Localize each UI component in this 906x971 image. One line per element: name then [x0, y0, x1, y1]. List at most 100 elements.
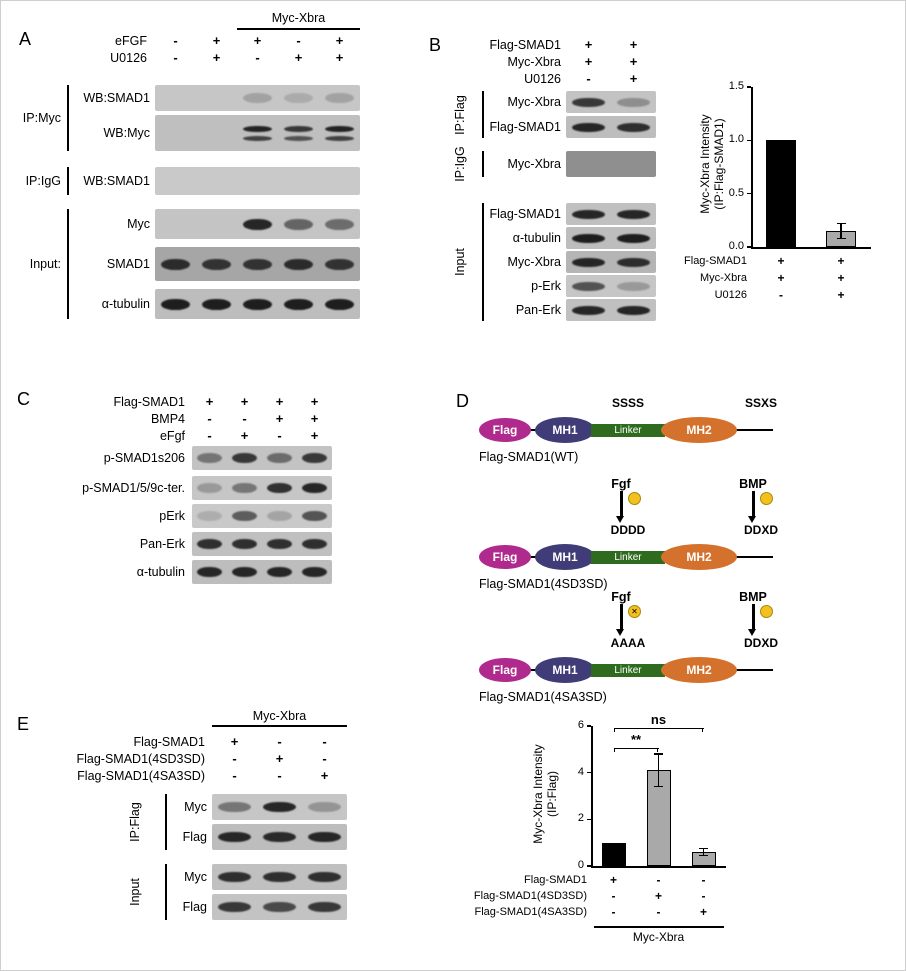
flag-tag-domain: Flag	[479, 418, 531, 442]
construct-name: Flag-SMAD1(4SA3SD)	[479, 690, 607, 704]
x-condition-sign: +	[699, 905, 707, 919]
x-axis	[751, 247, 871, 249]
y-axis-label: Myc-Xbra Intensity (IP:Flag)	[531, 719, 561, 869]
y-axis-label: Myc-Xbra Intensity (IP:Flag-SMAD1)	[698, 79, 728, 249]
condition-signs-row: -+-+	[192, 428, 332, 443]
western-blot	[212, 894, 347, 920]
x-condition-name: Flag-SMAD1(4SD3SD)	[473, 890, 587, 902]
protein-band	[266, 567, 293, 577]
western-blot	[192, 504, 332, 528]
group-bracket	[482, 151, 484, 177]
sig-bracket	[613, 728, 704, 730]
sig-bracket-tick	[613, 728, 615, 732]
x-condition-sign: -	[611, 905, 616, 919]
protein-band	[301, 539, 328, 549]
condition-signs-row: - - + +	[192, 411, 332, 426]
fgf-label: Fgf	[611, 590, 631, 604]
condition-signs-row: --+	[212, 768, 347, 783]
condition-sign: +	[310, 411, 319, 426]
protein-band	[231, 567, 258, 577]
protein-band	[196, 567, 223, 577]
condition-signs-row: -+	[566, 71, 656, 86]
sig-bracket-tick	[657, 748, 659, 752]
linker-domain: Linker	[591, 664, 665, 677]
mh2-domain: MH2	[661, 544, 737, 570]
x-condition-sign: -	[656, 873, 661, 887]
mh1-domain: MH1	[535, 544, 595, 570]
condition-name: eFGF	[115, 34, 147, 48]
condition-sign: -	[232, 751, 237, 766]
y-tick-label: 0.5	[728, 186, 744, 199]
condition-name: Flag-SMAD1	[489, 38, 561, 52]
condition-sign: -	[296, 33, 301, 48]
protein-band	[242, 125, 273, 132]
condition-sign: -	[207, 411, 212, 426]
condition-sign: -	[173, 33, 178, 48]
condition-sign: +	[253, 33, 262, 48]
protein-band	[242, 218, 273, 230]
x-condition-sign: +	[654, 889, 662, 903]
protein-band	[263, 832, 296, 842]
protein-band	[308, 802, 341, 812]
y-tick-label: 1.5	[728, 80, 744, 92]
x-condition-name: Flag-SMAD1	[524, 874, 587, 886]
western-blot	[212, 794, 347, 820]
protein-band	[617, 209, 650, 219]
y-tick-label: 0	[577, 859, 584, 871]
group-bracket	[67, 85, 69, 151]
mh1-domain: MH1	[535, 417, 595, 443]
protein-band	[242, 298, 273, 310]
y-tick	[747, 139, 751, 142]
western-blot	[212, 864, 347, 890]
bmp-arrow	[752, 491, 755, 517]
blot-row-label: Myc-Xbra	[507, 255, 561, 269]
x-condition-sign: +	[837, 254, 845, 268]
western-blot	[566, 116, 656, 138]
blot-row-label: Flag-SMAD1	[489, 207, 561, 221]
condition-signs-row: -+-++	[155, 50, 360, 65]
phosphate-icon	[628, 492, 641, 505]
protein-band	[160, 258, 191, 270]
protein-band	[324, 125, 355, 132]
y-axis	[751, 87, 753, 247]
condition-sign: +	[335, 33, 344, 48]
x-condition-sign: +	[837, 288, 845, 302]
condition-sign: +	[240, 428, 249, 443]
condition-name: U0126	[524, 72, 561, 86]
panel-a-label: A	[19, 29, 32, 49]
condition-sign: +	[275, 411, 284, 426]
protein-band	[324, 218, 355, 230]
protein-band	[160, 298, 191, 310]
y-tick	[587, 725, 591, 727]
chart-bar	[601, 842, 626, 866]
condition-sign: -	[242, 411, 247, 426]
input-group-label: Input:	[29, 257, 61, 271]
protein-band	[283, 93, 314, 103]
protein-band	[283, 125, 314, 132]
panel-e-label: E	[17, 714, 30, 734]
western-blot	[212, 824, 347, 850]
condition-name: Flag-SMAD1(4SD3SD)	[76, 752, 205, 766]
condition-sign: +	[629, 54, 638, 69]
y-tick-label: 6	[577, 719, 584, 731]
blocked-phosphate-icon: ✕	[628, 605, 641, 618]
sig-label: ns	[650, 712, 667, 727]
phosphate-icon	[760, 605, 773, 618]
condition-name: Flag-SMAD1(4SA3SD)	[77, 769, 205, 783]
blot-row-label: p-SMAD1/5/9c-ter.	[82, 481, 185, 495]
protein-band	[617, 257, 650, 267]
condition-sign: -	[173, 50, 178, 65]
protein-band	[242, 258, 273, 270]
western-blot	[155, 247, 360, 281]
ip-group-label: IP:Flag	[128, 802, 142, 842]
y-tick-label: 1.0	[728, 133, 744, 146]
y-axis-label-line1: Myc-Xbra Intensity	[531, 744, 545, 844]
protein-band	[263, 872, 296, 882]
condition-sign: +	[584, 37, 593, 52]
x-condition-sign: +	[837, 271, 845, 285]
fgf-arrow-head	[616, 629, 624, 636]
y-tick	[747, 192, 751, 195]
panel-e-group-underline	[212, 725, 347, 727]
x-condition-sign: +	[609, 873, 617, 887]
protein-band	[283, 298, 314, 310]
